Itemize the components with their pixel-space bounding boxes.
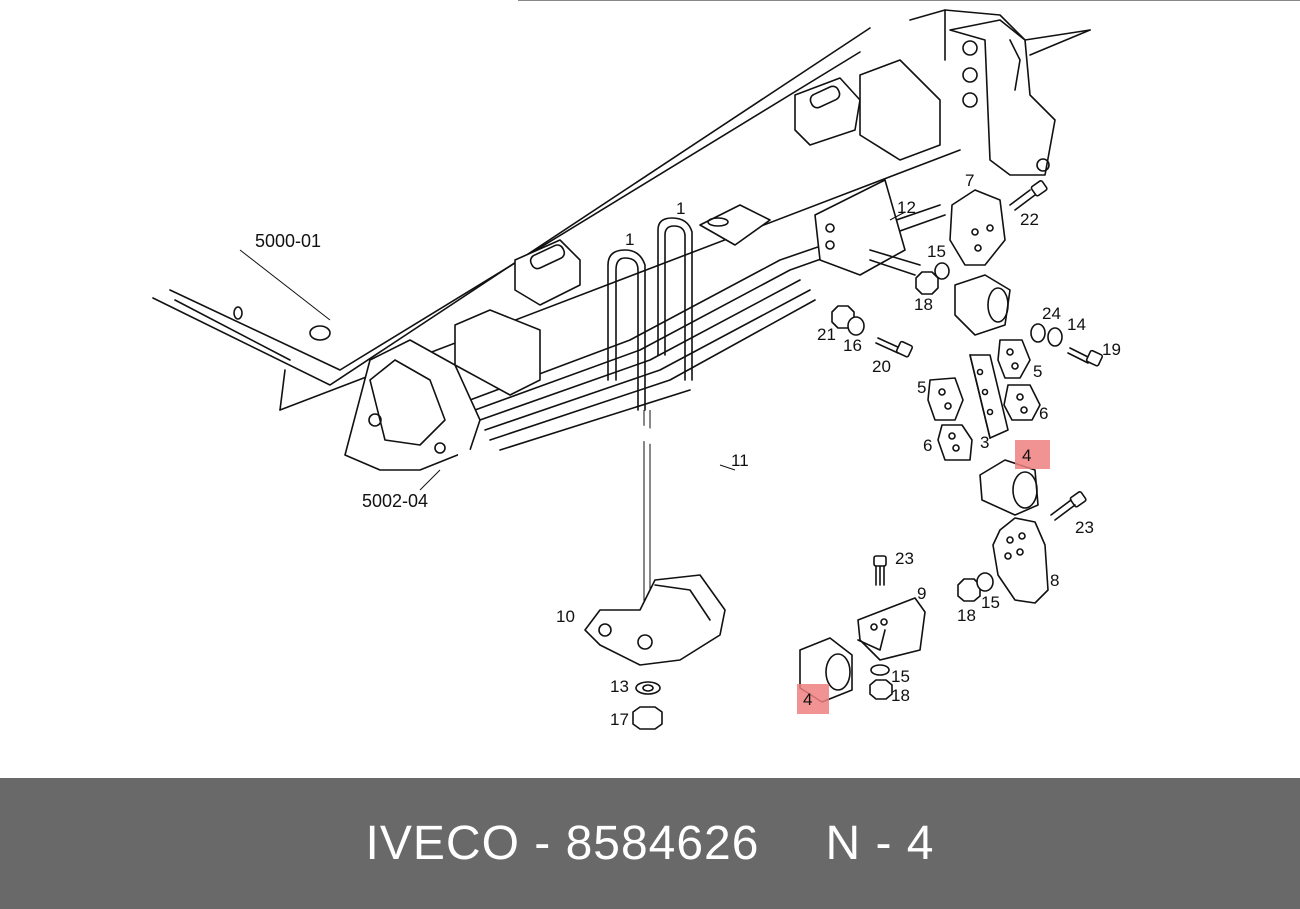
washer-nut-13-17 (632, 681, 663, 730)
caption-bar: IVECO - 8584626 N - 4 (0, 778, 1300, 909)
washer-nut-18-15-right (957, 572, 994, 602)
frame-end-bracket (344, 339, 481, 471)
ref-label-frame: 5000-01 (255, 231, 321, 251)
stabilizer-bushing-upper (979, 459, 1039, 516)
shackle-bushing (954, 274, 1011, 336)
u-bolts (607, 217, 693, 640)
part-label-12: 12 (897, 198, 916, 217)
part-label-21: 21 (817, 325, 836, 344)
part-label-16: 16 (843, 336, 862, 355)
part-label-15-right: 15 (981, 593, 1000, 612)
part-label-17: 17 (610, 710, 629, 729)
part-number-caption: IVECO - 8584626 (365, 817, 760, 870)
leader-lines (239, 211, 906, 491)
part-label-11: 11 (731, 451, 749, 470)
washer-nut-21-16 (831, 305, 865, 336)
part-label-6b: 6 (923, 436, 932, 455)
highlight-box-lower (797, 684, 829, 714)
part-label-8: 8 (1050, 571, 1059, 590)
bracket-7 (949, 189, 1006, 266)
washer-24-14-bolt-19 (1030, 323, 1104, 367)
part-label-24: 24 (1042, 304, 1061, 323)
spring-pad (699, 204, 771, 246)
bolt-22 (1009, 180, 1048, 211)
part-label-18: 18 (914, 295, 933, 314)
part-label-6: 6 (1039, 404, 1048, 423)
part-label-4-lower: 4 (803, 690, 812, 709)
part-label-22: 22 (1020, 210, 1039, 229)
chassis-frame (152, 9, 1091, 411)
bracket-9 (857, 597, 926, 661)
part-label-20: 20 (872, 357, 891, 376)
washer-nut-15-18-upper (915, 262, 950, 295)
plates-3-5-6 (927, 339, 1041, 461)
stabilizer-bar (458, 418, 832, 642)
washer-nut-15-18-lower (869, 664, 893, 700)
bracket-8 (992, 517, 1049, 604)
position-caption: N - 4 (825, 817, 935, 870)
part-label-14: 14 (1067, 315, 1086, 334)
spring-hangers (454, 59, 941, 396)
part-label-1: 1 (625, 230, 634, 249)
axle-seat (584, 574, 726, 666)
part-label-7: 7 (965, 171, 974, 190)
part-label-1b: 1 (676, 199, 685, 218)
highlight-box-upper (1015, 440, 1050, 469)
diagram-drawing: 5000-01 5002-04 1 1 12 7 22 15 18 21 16 … (152, 0, 1300, 730)
part-label-4-upper: 4 (1022, 446, 1031, 465)
part-label-18-lower: 18 (891, 686, 910, 705)
ref-label-stabilizer: 5002-04 (362, 491, 428, 511)
bolt-23-lower (873, 555, 887, 586)
part-label-9: 9 (917, 584, 926, 603)
bolt-23-right (1050, 491, 1087, 521)
part-label-23-right: 23 (1075, 518, 1094, 537)
part-label-3: 3 (980, 433, 989, 452)
part-label-5b: 5 (917, 378, 926, 397)
part-label-18-right: 18 (957, 606, 976, 625)
parts-diagram: 5000-01 5002-04 1 1 12 7 22 15 18 21 16 … (152, 0, 1300, 730)
part-label-5: 5 (1033, 362, 1042, 381)
bolt-20 (875, 337, 914, 358)
rear-spring-bracket (949, 19, 1056, 176)
part-label-13: 13 (610, 677, 629, 696)
part-label-19: 19 (1102, 340, 1121, 359)
part-label-15-lower: 15 (891, 667, 910, 686)
part-label-10: 10 (556, 607, 575, 626)
part-label-23-lower: 23 (895, 549, 914, 568)
part-label-15: 15 (927, 242, 946, 261)
